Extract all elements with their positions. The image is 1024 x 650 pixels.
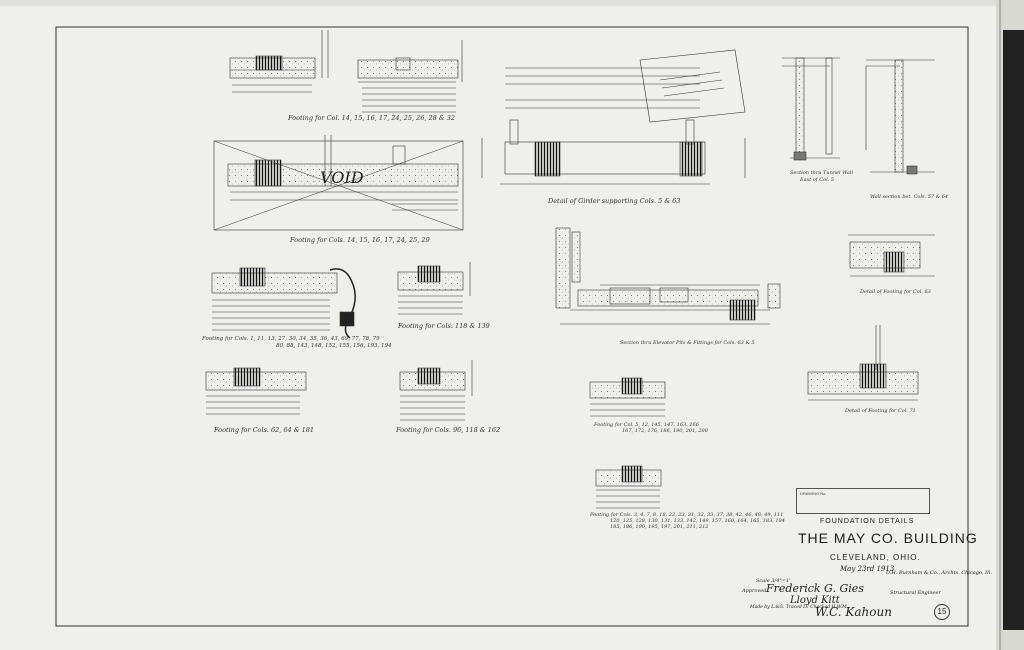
caption-wall-section: Wall section bet. Cols. 57 & 64: [870, 194, 949, 200]
caption-footing-cols-6b: 80, 88, 143, 148, 152, 155, 156, 193, 19…: [276, 343, 392, 349]
title-block: DRAWING No. FOUNDATION DETAILS THE MAY C…: [742, 480, 992, 630]
sheet-number: 15: [934, 604, 950, 620]
detail-footing-10: [205, 367, 307, 415]
detail-footing-1: [229, 30, 463, 113]
detail-footing-12: [589, 377, 666, 417]
building-title: THE MAY CO. BUILDING: [798, 530, 978, 546]
caption-footing-cols-10: Footing for Cols. 62, 64 & 181: [214, 426, 315, 434]
detail-footing-7: [397, 262, 471, 315]
drawing-number-label: DRAWING No.: [800, 491, 827, 496]
detail-footing-6: [211, 267, 356, 339]
detail-footing-col-71: [807, 325, 919, 401]
detail-footing-14: [595, 465, 662, 509]
caption-footing-cols-12: Footing for Col. 5, 12, 145, 147, 163, 1…: [594, 422, 699, 428]
caption-tunnel-wall: Section thru Tunnel Wall: [790, 170, 854, 176]
void-label: VOID: [320, 168, 364, 187]
city-label: CLEVELAND, OHIO.: [830, 553, 921, 562]
detail-girder: [481, 49, 746, 185]
detail-tunnel-wall: [782, 57, 840, 161]
caption-girder: Detail of Girder supporting Cols. 5 & 63: [548, 197, 681, 205]
detail-footing-col-63: [848, 234, 935, 277]
signature-1: Frederick G. Gies: [766, 582, 864, 595]
caption-footing-void: Footing for Cols. 14, 15, 16, 17, 24, 25…: [290, 236, 430, 244]
caption-footing-col-71: Detail of Footing for Col. 71: [845, 408, 916, 414]
caption-footing-cols-14c: 185, 186, 190, 195, 197, 201, 211, 212: [610, 524, 709, 530]
caption-footing-cols-7: Footing for Cols. 118 & 139: [398, 322, 490, 330]
detail-footing-void: [213, 135, 464, 231]
detail-wall-section: [865, 59, 935, 175]
detail-elevator-pits: [555, 227, 781, 325]
drawing-date: May 23rd 1913: [840, 565, 895, 573]
architect-label: D.H. Burnham & Co., Archts. Chicago, Ill…: [886, 570, 992, 576]
caption-footing-cols-6: Footing for Cols. 1, 11, 13, 27, 30, 34,…: [202, 336, 380, 342]
caption-footing-cols-14: Footing for Cols. 3, 4, 7, 8, 18, 22, 23…: [590, 512, 784, 518]
caption-footing-cols-12b: 167, 172, 176, 186, 190, 201, 208: [622, 428, 708, 434]
drawing-subtitle: FOUNDATION DETAILS: [820, 518, 915, 525]
caption-footing-cols-top: Footing for Col. 14, 15, 16, 17, 24, 25,…: [288, 114, 455, 122]
approved-label: Approved: [742, 588, 767, 594]
signature-3: W.C. Kahoun: [815, 605, 892, 619]
signature-2: Lloyd Kitt: [790, 595, 840, 606]
made-by-label: Made by L.&G. Traced LV Checked H.W.M.: [750, 605, 849, 610]
scale-label: Scale 3/4"=1': [756, 578, 791, 584]
detail-footing-11: [399, 360, 473, 421]
caption-footing-cols-14b: 120, 125, 128, 130, 131, 133, 142, 149, …: [610, 518, 785, 524]
caption-tunnel-wall-sub: East of Col. 5: [800, 177, 835, 183]
caption-footing-cols-11: Footing for Cols. 96, 118 & 162: [396, 426, 501, 434]
caption-footing-col-63: Detail of Footing for Col. 63: [860, 289, 931, 295]
engineer-label: Structural Engineer: [890, 590, 941, 596]
sheet-border: [55, 26, 969, 627]
drawing-number-box: DRAWING No.: [796, 488, 930, 514]
caption-elevator-pits: Section thru Elevator Pits & Fittings fo…: [620, 340, 755, 346]
